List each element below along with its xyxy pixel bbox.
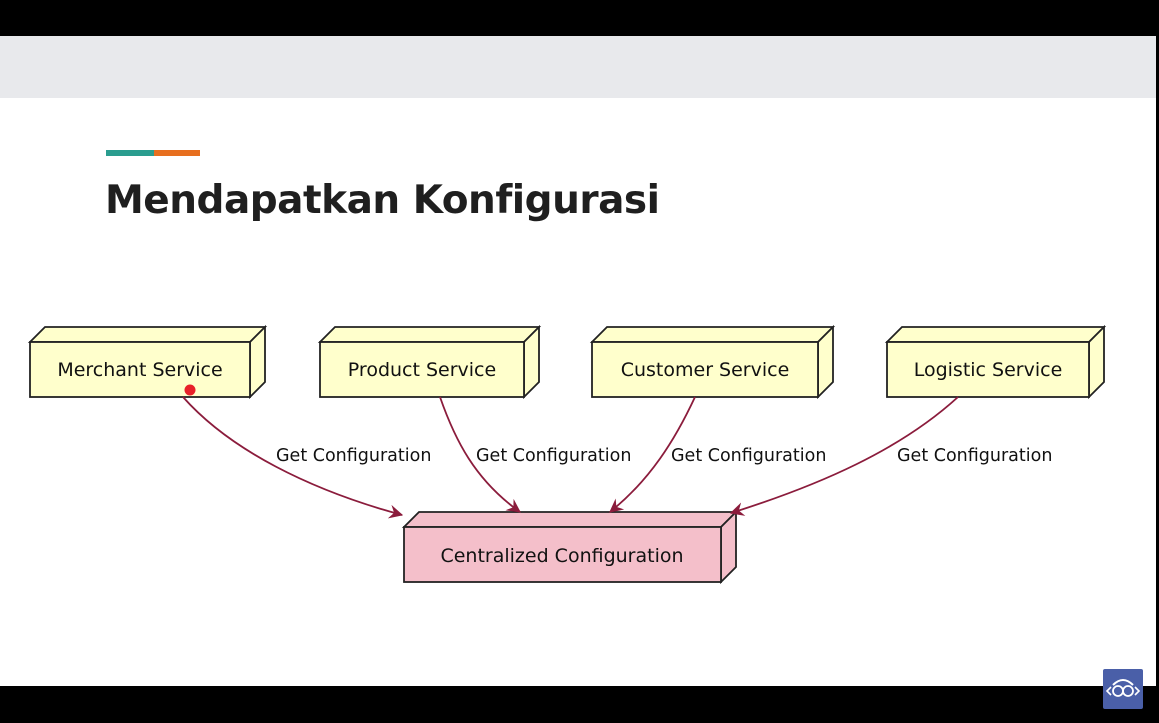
edge-label-merchant: Get Configuration <box>276 446 431 466</box>
node-label-product: Product Service <box>348 359 496 381</box>
channel-logo-badge <box>1103 669 1143 709</box>
title-accent-orange <box>154 150 200 156</box>
node-label-central: Centralized Configuration <box>440 545 683 567</box>
node-centralized-configuration: Centralized Configuration <box>401 509 739 585</box>
title-accent-teal <box>106 150 154 156</box>
presenter-pointer-dot <box>184 384 196 396</box>
node-label-logistic: Logistic Service <box>914 359 1063 381</box>
top-toolbar-strip <box>0 36 1156 98</box>
bottom-letterbox-bar <box>0 686 1159 723</box>
node-label-customer: Customer Service <box>621 359 790 381</box>
node-product-service: Product Service <box>317 324 542 400</box>
edge-label-customer: Get Configuration <box>671 446 826 466</box>
node-customer-service: Customer Service <box>589 324 836 400</box>
edge-label-product: Get Configuration <box>476 446 631 466</box>
edge-logistic-to-central <box>729 396 959 516</box>
slide-title: Mendapatkan Konfigurasi <box>105 178 660 223</box>
edge-merchant-to-central <box>182 396 404 519</box>
node-logistic-service: Logistic Service <box>884 324 1107 400</box>
node-merchant-service: Merchant Service <box>27 324 268 400</box>
edge-product-to-central <box>439 396 521 513</box>
node-label-merchant: Merchant Service <box>57 359 222 381</box>
code-glasses-logo-icon <box>1105 679 1141 697</box>
edge-customer-to-central <box>609 396 696 513</box>
edge-label-logistic: Get Configuration <box>897 446 1052 466</box>
